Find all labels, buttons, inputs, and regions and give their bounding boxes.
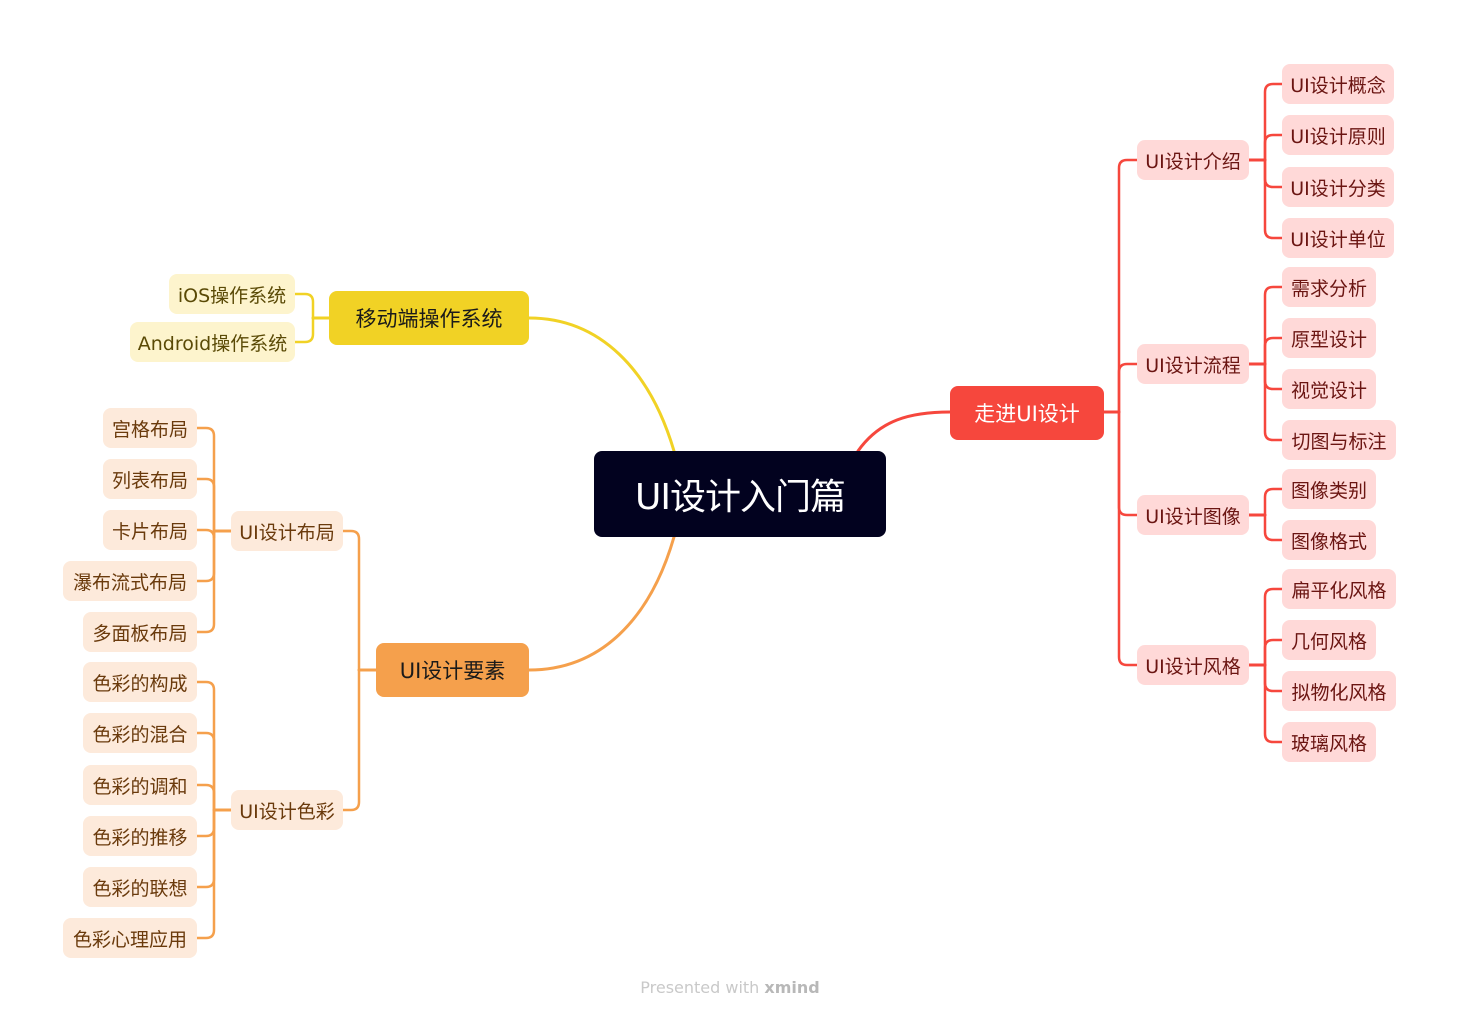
main-topic-ui-elements[interactable]: UI设计要素 bbox=[376, 643, 529, 697]
leaf-topic[interactable]: 色彩心理应用 bbox=[63, 918, 197, 958]
ui-layout-connector-link bbox=[195, 426, 216, 533]
leaf-topic[interactable]: 玻璃风格 bbox=[1282, 722, 1376, 762]
leaf-topic[interactable]: 色彩的联想 bbox=[83, 867, 197, 907]
footer-prefix: Presented with bbox=[640, 978, 765, 997]
ui-color-connector-link bbox=[195, 808, 216, 889]
ui-image-connector-link bbox=[1263, 513, 1284, 542]
ui-color-connector-link bbox=[195, 808, 216, 838]
leaf-topic[interactable]: 视觉设计 bbox=[1282, 369, 1376, 409]
leaf-topic[interactable]: UI设计原则 bbox=[1282, 115, 1394, 155]
ui-process-connector-link bbox=[1263, 285, 1284, 366]
ui-process-connector-link bbox=[1263, 362, 1284, 442]
ui-style-connector-link bbox=[1263, 587, 1284, 667]
ui-layout-connector-link bbox=[195, 528, 216, 539]
ui-color-connector-link bbox=[195, 731, 216, 812]
ui-process-connector-link bbox=[1263, 362, 1284, 391]
leaf-topic[interactable]: 瀑布流式布局 bbox=[63, 561, 197, 601]
leaf-topic-android[interactable]: Android操作系统 bbox=[130, 322, 295, 362]
right-main-connector-link bbox=[1117, 410, 1139, 517]
leaf-topic[interactable]: 几何风格 bbox=[1282, 620, 1376, 660]
central-to-right-connector bbox=[856, 410, 952, 453]
mobile-os-connector-link bbox=[293, 316, 315, 344]
ui-style-connector-link bbox=[1263, 663, 1284, 693]
subtopic-ui-color[interactable]: UI设计色彩 bbox=[231, 790, 343, 830]
leaf-topic[interactable]: 扁平化风格 bbox=[1282, 569, 1396, 609]
subtopic-ui-intro[interactable]: UI设计介绍 bbox=[1137, 140, 1249, 180]
leaf-topic[interactable]: 宫格布局 bbox=[103, 408, 197, 448]
leaf-topic[interactable]: UI设计概念 bbox=[1282, 64, 1394, 104]
central-to-left-top-connector bbox=[527, 316, 676, 453]
leaf-topic[interactable]: 切图与标注 bbox=[1282, 420, 1396, 460]
right-main-connector-link bbox=[1117, 362, 1139, 414]
leaf-topic[interactable]: 卡片布局 bbox=[103, 510, 197, 550]
presented-with-xmind-footer: Presented with xmind bbox=[0, 978, 1460, 997]
ui-intro-connector-link bbox=[1263, 158, 1284, 189]
leaf-topic[interactable]: 拟物化风格 bbox=[1282, 671, 1396, 711]
mobile-os-connector-link bbox=[293, 292, 315, 320]
ui-intro-connector-link bbox=[1263, 82, 1284, 162]
subtopic-ui-layout[interactable]: UI设计布局 bbox=[231, 511, 343, 551]
leaf-topic[interactable]: 图像格式 bbox=[1282, 520, 1376, 560]
leaf-topic[interactable]: 色彩的构成 bbox=[83, 662, 197, 702]
leaf-topic[interactable]: 色彩的推移 bbox=[83, 816, 197, 856]
leaf-topic[interactable]: 色彩的调和 bbox=[83, 765, 197, 805]
leaf-topic-ios[interactable]: iOS操作系统 bbox=[169, 274, 295, 314]
central-topic[interactable]: UI设计入门篇 bbox=[594, 451, 886, 537]
ui-style-connector-link bbox=[1263, 663, 1284, 744]
leaf-topic[interactable]: UI设计单位 bbox=[1282, 218, 1394, 258]
leaf-topic[interactable]: 色彩的混合 bbox=[83, 713, 197, 753]
ui-style-connector-link bbox=[1263, 638, 1284, 667]
xmind-brand: xmind bbox=[764, 978, 820, 997]
subtopic-ui-image[interactable]: UI设计图像 bbox=[1137, 495, 1249, 535]
ui-intro-connector-link bbox=[1263, 158, 1284, 240]
ui-image-connector-link bbox=[1263, 487, 1284, 517]
ui-color-connector-link bbox=[195, 808, 216, 940]
ui-layout-connector-link bbox=[195, 529, 216, 583]
ui-elements-connector-link bbox=[341, 529, 361, 672]
ui-color-connector-link bbox=[195, 680, 216, 812]
ui-process-connector-link bbox=[1263, 336, 1284, 366]
subtopic-ui-process[interactable]: UI设计流程 bbox=[1137, 344, 1249, 384]
leaf-topic[interactable]: 多面板布局 bbox=[83, 612, 197, 652]
leaf-topic[interactable]: 需求分析 bbox=[1282, 267, 1376, 307]
ui-intro-connector-link bbox=[1263, 133, 1284, 162]
central-to-left-bottom-connector bbox=[527, 535, 676, 672]
subtopic-ui-style[interactable]: UI设计风格 bbox=[1137, 645, 1249, 685]
leaf-topic[interactable]: 图像类别 bbox=[1282, 469, 1376, 509]
leaf-topic[interactable]: UI设计分类 bbox=[1282, 167, 1394, 207]
main-topic-mobile-os[interactable]: 移动端操作系统 bbox=[329, 291, 529, 345]
ui-layout-connector-link bbox=[195, 529, 216, 634]
ui-color-connector-link bbox=[195, 783, 216, 812]
right-main-connector-link bbox=[1117, 410, 1139, 667]
ui-layout-connector-link bbox=[195, 477, 216, 533]
ui-elements-connector-link bbox=[341, 668, 361, 812]
leaf-topic[interactable]: 列表布局 bbox=[103, 459, 197, 499]
main-topic-enter-ui-design[interactable]: 走进UI设计 bbox=[950, 386, 1104, 440]
leaf-topic[interactable]: 原型设计 bbox=[1282, 318, 1376, 358]
right-main-connector-link bbox=[1117, 158, 1139, 414]
